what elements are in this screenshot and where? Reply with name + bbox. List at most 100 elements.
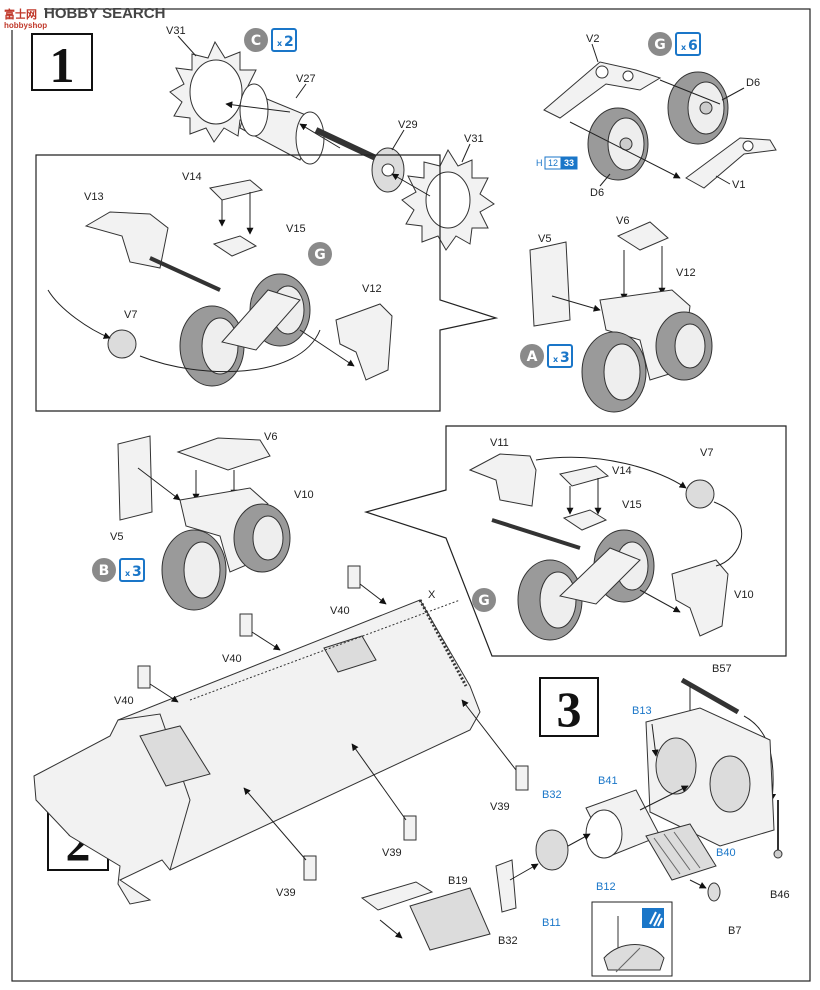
badge-g-letter: G [654,37,666,53]
label-b12: B12 [596,881,616,893]
label-v40-b: V40 [222,653,242,665]
label-b57: B57 [712,663,732,675]
label-d6-left: D6 [590,187,604,199]
badge-b-letter: B [99,563,110,579]
cover-v6-a-icon [616,221,669,251]
cover-v6-b-icon [176,437,271,471]
watermark-logo: 富士网 hobbyshop HOBBY SEARCH [2,4,165,30]
paint-code-2: 33 [564,158,574,168]
badge-b-mult: 3 [132,564,142,580]
knob-b7-icon [707,882,721,902]
label-x: X [428,589,436,601]
paint-prefix: H [536,158,543,168]
bracket-v39-a-icon [515,765,529,791]
label-b32-bottom: B32 [498,935,518,947]
watermark-site: hobbyshop [4,21,47,30]
badge-g-x6: G x 6 [648,32,701,56]
label-v5-b: V5 [110,531,123,543]
badge-g-callout-2: G [472,588,496,612]
label-v39-a: V39 [490,801,510,813]
label-b13: B13 [632,705,652,717]
hull-plate-assembly: X V40 V40 V40 V39 V39 V39 [33,565,529,905]
drum-icon [239,83,325,165]
badge-g-callout-1-letter: G [314,247,326,263]
label-v10-b: V10 [734,589,754,601]
label-b32-top: B32 [542,789,562,801]
label-v15-b: V15 [622,499,642,511]
step-1-number: 1 [50,37,75,93]
label-v6-a: V6 [616,215,629,227]
plate-v5-b-icon [117,435,153,521]
watermark-brand: HOBBY SEARCH [44,5,165,22]
badge-g-callout-1: G [308,242,332,266]
motor-b32-icon [409,887,491,951]
badge-c-mult: 2 [284,34,294,50]
housing-port-left-icon [655,737,697,795]
label-v31-right: V31 [464,133,484,145]
bogie-exploded-a: V13 V14 V15 V7 V12 [47,171,393,387]
arm-v14-icon [208,179,264,201]
badge-g-mult: 6 [688,38,698,54]
label-b40: B40 [716,847,736,859]
plate-b19-icon [360,881,434,911]
label-v10-a: V10 [294,489,314,501]
label-v14-b: V14 [612,465,632,477]
label-v5-a: V5 [538,233,551,245]
road-wheel-lower-icon [587,107,649,181]
step-1-box: 1 [31,33,93,93]
label-v14-a: V14 [182,171,202,183]
paint-code-1: 12 [548,158,558,168]
plate-v5-a-icon [529,241,571,327]
bracket-v40-b-icon [239,613,253,637]
step-3-number: 3 [557,681,582,737]
bracket-v39-c-icon [303,855,317,881]
svg-text:x: x [553,355,559,364]
label-v15-a: V15 [286,223,306,235]
label-v6-b: V6 [264,431,277,443]
label-v2: V2 [586,33,599,45]
label-v29: V29 [398,119,418,131]
hatch-top-icon [323,635,377,673]
label-v39-c: V39 [276,887,296,899]
svg-text:x: x [681,43,687,52]
bracket-v40-a-icon [137,665,151,689]
label-v12-a: V12 [362,283,382,295]
label-v13: V13 [84,191,104,203]
badge-a-x3: A x 3 [520,344,573,368]
svg-text:x: x [125,569,131,578]
page-frame [11,8,811,982]
label-b46: B46 [770,889,790,901]
sprocket-assembly: V31 V27 V29 V31 [166,25,495,251]
bell-b32-icon [535,829,569,871]
paint-reference: H 12 33 [536,156,578,170]
badge-b-x3: B x 3 [92,558,145,582]
bogie-assembled-a: V6 V5 V12 [529,215,713,413]
label-b41: B41 [598,775,618,787]
bogie-assembled-b: V6 V10 V5 [110,431,314,611]
label-v1: V1 [732,179,745,191]
hub-icon [314,127,405,193]
label-v40-c: V40 [330,605,350,617]
label-v11: V11 [490,437,509,449]
hatch-panel-icon [139,725,211,787]
label-v40-a: V40 [114,695,134,707]
detail-inset [591,901,673,977]
badge-a-letter: A [527,349,538,365]
housing-port-right-icon [709,755,751,813]
badge-a-mult: 3 [560,350,570,366]
badge-c-x2: C x 2 [244,28,297,52]
badge-g-callout-2-letter: G [478,593,490,609]
label-b19: B19 [448,875,468,887]
label-b11: B11 [542,917,561,929]
label-v7-a: V7 [124,309,137,321]
transmission-assembly: B57 B13 B41 B32 B40 B12 B11 B19 B32 B46 … [360,663,790,951]
label-v7-b: V7 [700,447,713,459]
bar-b57-icon [680,677,740,715]
idler-v7-b-icon [685,479,715,509]
label-v27: V27 [296,73,316,85]
label-v12-b: V12 [676,267,696,279]
part-v15-b-icon [562,509,608,531]
callout-box-middle [363,425,787,657]
arm-v14-b-icon [559,465,610,487]
